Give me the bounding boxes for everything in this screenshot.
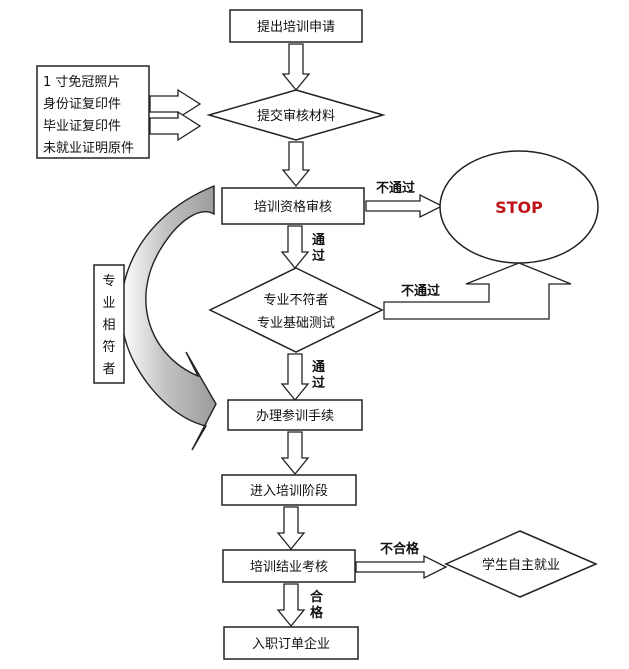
node-major-text-2: 专业基础测试 [257, 316, 335, 331]
node-self-employ: 学生自主就业 [444, 530, 598, 598]
node-stop-text: STOP [495, 198, 543, 217]
node-submit-text: 提交审核材料 [257, 108, 335, 124]
label-fail-qualify: 不通过 [376, 180, 415, 196]
label-pass-exam-2: 格 [310, 605, 324, 621]
arrow-materials-to-submit-upper [149, 88, 202, 120]
side-label-char-3: 相 [102, 318, 115, 333]
curved-arrow-major-match [120, 184, 217, 451]
label-pass-qualify-2: 过 [312, 248, 325, 264]
node-procedure-text: 办理参训手续 [256, 408, 334, 424]
node-major-text-1: 专业不符者 [263, 292, 328, 308]
node-qualify: 培训资格审核 [221, 187, 365, 225]
arrow-procedure-to-stage [280, 431, 310, 476]
node-job: 入职订单企业 [223, 626, 359, 660]
side-label-char-4: 符 [102, 339, 115, 355]
label-pass-qualify-1: 通 [312, 232, 325, 248]
materials-box: 1 寸免冠照片 身份证复印件 毕业证复印件 未就业证明原件 [36, 65, 150, 159]
arrow-stage-to-exam [276, 506, 306, 551]
arrow-major-to-procedure [280, 353, 310, 402]
node-major-test: 专业不符者 专业基础测试 [208, 267, 384, 353]
node-apply-text: 提出培训申请 [257, 19, 335, 35]
material-diploma-copy: 毕业证复印件 [43, 119, 121, 134]
node-self-text: 学生自主就业 [482, 557, 560, 573]
node-qualify-text: 培训资格审核 [254, 199, 332, 215]
label-fail-exam: 不合格 [380, 541, 420, 557]
arrow-exam-to-job [276, 583, 306, 628]
material-id-copy: 身份证复印件 [43, 96, 121, 112]
side-label-char-2: 业 [102, 296, 115, 311]
label-pass-major-2: 过 [312, 375, 325, 391]
node-exam: 培训结业考核 [222, 549, 356, 583]
node-stop: STOP [439, 150, 599, 264]
node-job-text: 入职订单企业 [252, 636, 330, 652]
arrow-submit-to-qualify [281, 141, 311, 188]
node-apply: 提出培训申请 [229, 9, 363, 43]
arrow-materials-to-submit-lower [149, 110, 202, 142]
arrow-apply-to-submit [281, 43, 311, 92]
arrow-qualify-to-major [280, 225, 310, 270]
arrow-exam-to-self [355, 554, 448, 580]
arrow-qualify-to-stop [365, 193, 444, 219]
side-label-char-5: 者 [102, 362, 115, 377]
side-label-box: 专 业 相 符 者 [93, 264, 125, 384]
side-label-char-1: 专 [102, 274, 115, 289]
label-pass-exam-1: 合 [310, 589, 324, 605]
material-photo: 1 寸免冠照片 [43, 75, 120, 90]
arrow-major-to-stop [383, 262, 572, 320]
node-submit: 提交审核材料 [206, 89, 386, 141]
material-unemployment-proof: 未就业证明原件 [43, 141, 134, 156]
node-stage: 进入培训阶段 [221, 474, 357, 506]
label-pass-major-1: 通 [312, 359, 325, 375]
node-exam-text: 培训结业考核 [250, 559, 328, 575]
node-stage-text: 进入培训阶段 [250, 483, 328, 499]
node-procedure: 办理参训手续 [227, 399, 363, 431]
label-fail-major: 不通过 [401, 283, 440, 299]
